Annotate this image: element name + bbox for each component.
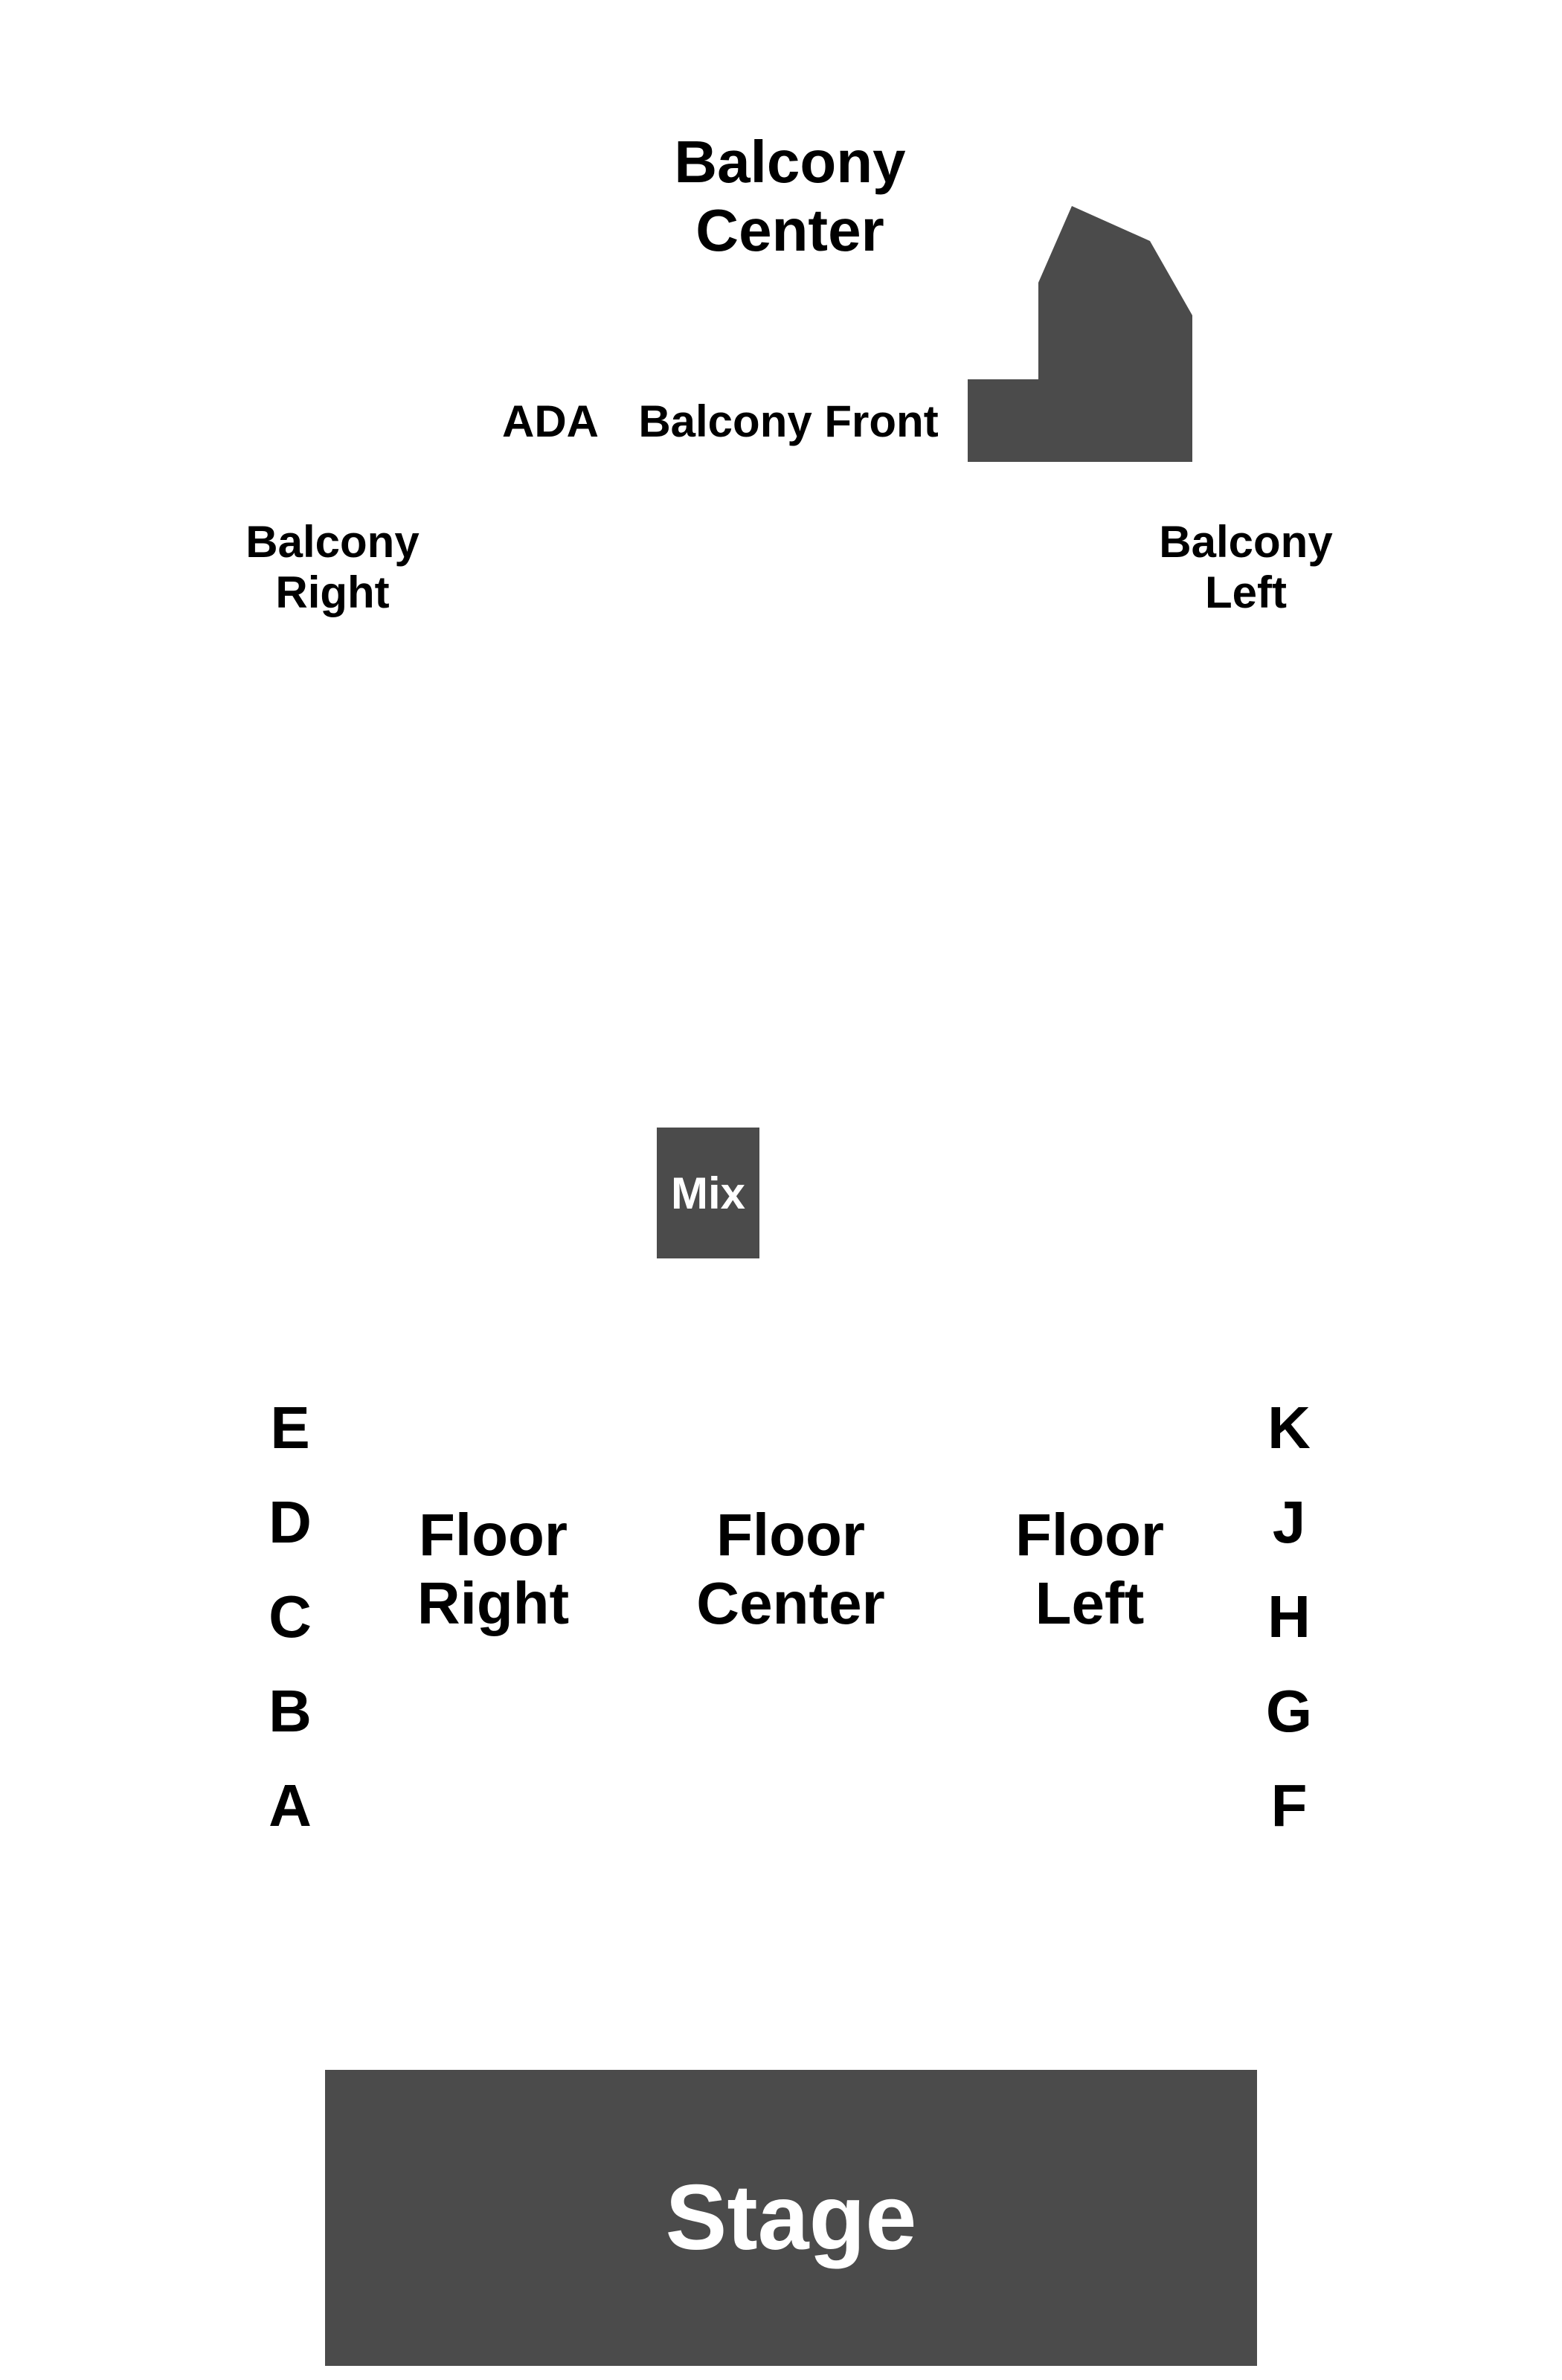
floor-right-label[interactable]: Floor Right (417, 1502, 570, 1636)
row-a-label[interactable]: A (269, 1772, 312, 1839)
row-c-label[interactable]: C (269, 1583, 312, 1650)
floor-left-label[interactable]: Floor Left (1015, 1502, 1164, 1636)
balcony-center-label[interactable]: Balcony Center (674, 129, 906, 263)
row-j-label[interactable]: J (1272, 1489, 1306, 1555)
balcony-left-label[interactable]: Balcony Left (1159, 517, 1333, 617)
row-b-label[interactable]: B (269, 1678, 312, 1744)
row-h-label[interactable]: H (1267, 1583, 1311, 1650)
row-f-label[interactable]: F (1270, 1772, 1308, 1839)
balcony-seating-block[interactable] (968, 206, 1192, 462)
row-g-label[interactable]: G (1265, 1678, 1313, 1744)
balcony-right-label[interactable]: Balcony Right (245, 517, 420, 617)
balcony-front-label[interactable]: Balcony Front (638, 396, 939, 446)
stage: Stage (325, 2070, 1257, 2366)
stage-label: Stage (665, 2167, 917, 2269)
row-k-label[interactable]: K (1267, 1395, 1311, 1461)
ada-label[interactable]: ADA (502, 396, 599, 446)
row-e-label[interactable]: E (270, 1395, 310, 1461)
mix-booth-label: Mix (670, 1168, 746, 1218)
mix-booth: Mix (657, 1128, 759, 1258)
row-d-label[interactable]: D (269, 1489, 312, 1555)
floor-center-label[interactable]: Floor Center (696, 1502, 885, 1636)
